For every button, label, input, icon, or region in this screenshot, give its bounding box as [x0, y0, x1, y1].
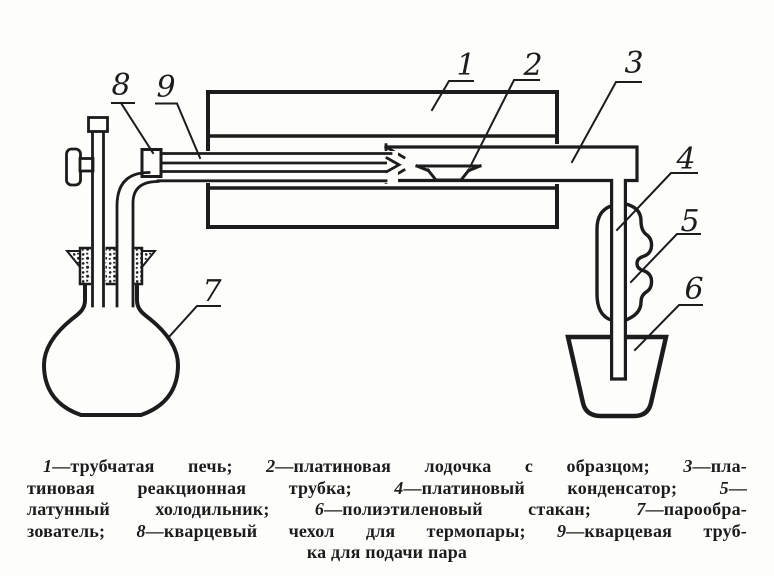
label-9: 9 [156, 70, 175, 105]
water-feed-tube [65, 116, 109, 308]
label-1: 1 [456, 48, 475, 83]
leader-5 [629, 233, 701, 284]
quartz-tube-bundle [140, 148, 402, 183]
valve-arm [78, 157, 95, 173]
leader-6 [633, 304, 703, 352]
label-2: 2 [522, 48, 542, 83]
leader-3 [570, 81, 642, 164]
steam-generator-flask [41, 246, 181, 417]
caption-line: 1—трубчатая печь; 2—платиновая лодочка с… [43, 456, 747, 476]
figure-caption: 1—трубчатая печь; 2—платиновая лодочка с… [27, 456, 747, 564]
leader-8 [111, 101, 155, 155]
valve-knob [65, 147, 82, 187]
apparatus-diagram: 1 2 3 4 5 6 7 8 9 [41, 46, 704, 419]
feed-tube-cap [87, 116, 109, 133]
label-6: 6 [684, 272, 703, 307]
leader-9 [155, 102, 202, 160]
leader-7 [166, 305, 221, 340]
steam-tube-walls [115, 171, 160, 308]
caption-line: зователь; 8—кварцевый чехол для термопар… [27, 520, 747, 541]
leader-1 [430, 80, 474, 112]
caption-line: ка для подачи пара [306, 542, 468, 562]
bundle-fill [142, 151, 398, 183]
cork-left-flare [64, 250, 81, 270]
leader-lines [111, 79, 703, 352]
label-4: 4 [675, 142, 695, 177]
part-labels: 1 2 3 4 5 6 7 8 9 [111, 46, 703, 309]
boat-body [425, 167, 472, 182]
label-3: 3 [624, 46, 643, 81]
cork-right-flare [141, 250, 158, 270]
caption-line: латунный холодильник; 6—полиэтиленовый с… [27, 499, 747, 519]
sheath-tip [385, 156, 402, 174]
leader-4 [615, 172, 698, 232]
steam-tube-fill [115, 246, 135, 307]
label-8: 8 [111, 68, 130, 103]
label-5: 5 [680, 204, 699, 239]
flask-outline [41, 278, 181, 417]
leader-2 [468, 79, 540, 169]
label-7: 7 [202, 274, 222, 309]
feed-tube-walls [91, 117, 105, 308]
steam-tube-elbow [115, 171, 160, 308]
bundle-tube-lines [148, 152, 393, 183]
feed-tube-fill [91, 246, 106, 307]
caption-line: тиновая реакционная трубка; 4—платиновый… [27, 477, 748, 498]
reaction-tube-walls [384, 145, 639, 381]
reaction-tube-fill [386, 144, 639, 381]
